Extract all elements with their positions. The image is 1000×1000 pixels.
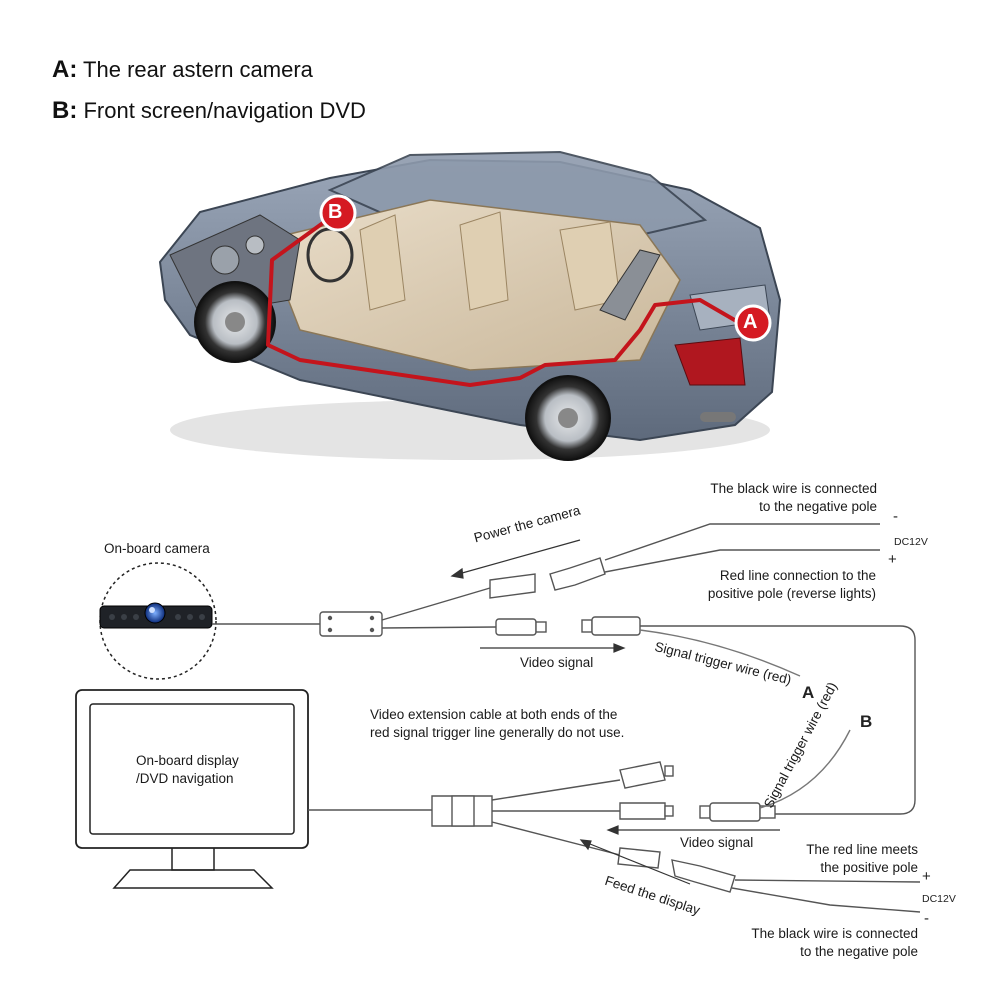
letter-a: A: [802, 683, 815, 702]
label-red-meets: The red line meets the positive pole: [760, 841, 918, 877]
legend-a-text: The rear astern camera: [83, 57, 313, 82]
label-red-meets-line1: The red line meets: [806, 842, 918, 857]
label-black-wire-bottom-line2: to the negative pole: [800, 944, 918, 959]
label-extension-note-line1: Video extension cable at both ends of th…: [370, 707, 618, 722]
label-video-signal-bottom: Video signal: [680, 835, 754, 850]
label-black-wire-bottom: The black wire is connected to the negat…: [718, 925, 918, 961]
legend-b-text: Front screen/navigation DVD: [83, 98, 366, 123]
monitor: [75, 689, 432, 889]
label-black-wire-top-line2: to the negative pole: [759, 499, 877, 514]
legend-b-key: B:: [52, 97, 78, 124]
plus-bottom: +: [922, 868, 931, 885]
label-black-wire-top-line1: The black wire is connected: [710, 481, 877, 496]
dc12v-top: DC12V: [894, 536, 928, 548]
label-onboard-camera: On-board camera: [104, 541, 210, 556]
legend-a: A: The rear astern camera: [52, 56, 313, 84]
letter-b: B: [860, 712, 873, 731]
label-red-line-top-line1: Red line connection to the: [719, 568, 876, 583]
car-marker-b: B: [328, 201, 343, 223]
label-display-line2: /DVD navigation: [136, 771, 234, 786]
label-red-line-top: Red line connection to the positive pole…: [676, 567, 876, 603]
label-display: On-board display /DVD navigation: [136, 752, 239, 788]
car-illustration: [158, 150, 782, 461]
label-extension-note-line2: red signal trigger line generally do not…: [370, 725, 625, 740]
label-red-meets-line2: the positive pole: [820, 860, 918, 875]
legend-b: B: Front screen/navigation DVD: [52, 97, 366, 125]
camera-cabling: [212, 523, 921, 913]
label-video-signal-top: Video signal: [520, 655, 594, 670]
label-black-wire-top: The black wire is connected to the negat…: [680, 480, 877, 516]
car-marker-a: A: [743, 311, 758, 333]
label-extension-note: Video extension cable at both ends of th…: [370, 706, 624, 742]
minus-top: -: [893, 508, 898, 525]
signal-arrows: [450, 539, 780, 885]
plus-top: +: [888, 551, 897, 568]
minus-bottom: -: [924, 910, 929, 927]
label-red-line-top-line2: positive pole (reverse lights): [707, 586, 876, 601]
label-display-line1: On-board display: [136, 753, 239, 768]
camera-zoom: [99, 562, 217, 680]
dc12v-bottom: DC12V: [922, 893, 956, 905]
label-black-wire-bottom-line1: The black wire is connected: [751, 926, 918, 941]
legend-a-key: A:: [52, 56, 78, 83]
